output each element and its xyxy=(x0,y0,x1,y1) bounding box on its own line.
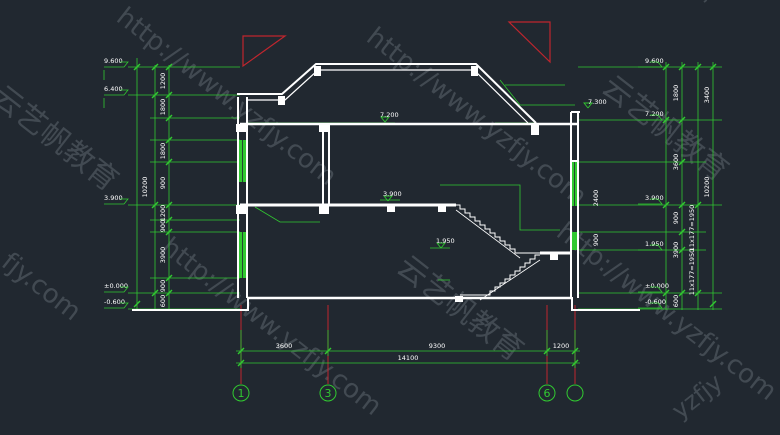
level-landing: 1.950 xyxy=(436,237,455,245)
svg-text:1200: 1200 xyxy=(159,73,167,90)
right-elev-1950: 1.950 xyxy=(645,240,664,248)
span-3-6: 9300 xyxy=(429,342,446,350)
right-elev-7200: 7.200 xyxy=(645,110,664,118)
left-dim-ticks xyxy=(133,63,173,308)
watermark-url-1: http://www.yzfjy.com xyxy=(111,2,342,192)
svg-text:900: 900 xyxy=(159,220,167,232)
watermark-fragment-a: yzfjy xyxy=(686,0,747,5)
left-elev-6400: 6.400 xyxy=(104,85,123,93)
section-marker-right xyxy=(507,21,551,64)
axis-bubble-3[interactable] xyxy=(319,384,337,402)
building-section xyxy=(132,63,640,311)
svg-text:600: 600 xyxy=(672,295,680,307)
foundation-outline xyxy=(232,297,590,311)
axis-bubbles xyxy=(232,384,584,402)
section-marker-left xyxy=(242,35,287,68)
left-dim-outer: 10200 xyxy=(141,177,149,198)
right-elev-markers xyxy=(638,61,663,309)
right-stair-dim-lower: 11x177=1950 xyxy=(688,249,696,296)
right-stair-dim-upper: 11x177=1950 xyxy=(688,205,696,252)
watermark-brand-1: 云艺帆教育 xyxy=(0,79,125,199)
watermark-url-3: http://www.yzfjy.com xyxy=(156,232,387,422)
svg-text:900: 900 xyxy=(672,212,680,224)
watermark-fragment-b: fjy.com xyxy=(0,247,87,327)
level-roof-right: 7.300 xyxy=(588,98,607,106)
axis-label-6: 6 xyxy=(544,387,551,400)
svg-text:1800: 1800 xyxy=(672,85,680,102)
svg-text:900: 900 xyxy=(159,280,167,292)
svg-text:3900: 3900 xyxy=(672,242,680,259)
watermark-url-4: http://www.yzfjy.com xyxy=(551,217,780,407)
interior-level-marks xyxy=(380,102,593,249)
svg-text:1800: 1800 xyxy=(159,99,167,116)
interior-level-labels: 7.200 7.300 3.900 1.950 xyxy=(380,98,607,245)
svg-text:900: 900 xyxy=(159,177,167,189)
span-total: 14100 xyxy=(398,354,419,362)
right-elev-9600: 9.600 xyxy=(645,57,664,65)
level-roof: 7.200 xyxy=(380,111,399,119)
watermark-brand-2: 云艺帆教育 xyxy=(595,69,735,189)
axis-bubble-1[interactable] xyxy=(232,384,250,402)
left-elevation-labels: 9.600 6.400 3.900 ±0.000 -0.600 xyxy=(104,57,128,306)
lower-stair-flight xyxy=(460,254,540,296)
roof-profile xyxy=(237,63,537,124)
right-dim-3400: 3400 xyxy=(703,87,711,104)
svg-text:2400: 2400 xyxy=(592,190,600,207)
right-elev-0: ±0.000 xyxy=(645,282,669,290)
right-dim-labels: 1800 3600 900 3900 2400 900 600 11x177=1… xyxy=(592,85,711,307)
north-triangles xyxy=(242,21,551,68)
window-right-lower xyxy=(572,232,577,250)
right-dim-10200: 10200 xyxy=(703,177,711,198)
staircase xyxy=(455,204,541,301)
right-elevation-labels: 9.600 7.200 3.900 1.950 ±0.000 -0.600 xyxy=(645,57,669,306)
left-elev-m0600: -0.600 xyxy=(104,298,125,306)
svg-text:3600: 3600 xyxy=(672,154,680,171)
left-elev-markers xyxy=(103,61,129,309)
axis-bubble-6[interactable] xyxy=(538,384,556,402)
right-elev-3900: 3.900 xyxy=(645,194,664,202)
upper-stair-flight xyxy=(456,204,540,254)
axis-label-1: 1 xyxy=(238,387,245,400)
left-dim-labels: 1200 1800 1800 900 1200 900 3900 900 600… xyxy=(141,73,167,307)
left-elev-0: ±0.000 xyxy=(104,282,128,290)
axis-bubble-7[interactable] xyxy=(566,384,584,402)
svg-text:3900: 3900 xyxy=(159,247,167,264)
axis-labels: 1 3 6 xyxy=(238,387,551,400)
left-elev-3900: 3.900 xyxy=(104,194,123,202)
svg-text:1800: 1800 xyxy=(159,143,167,160)
svg-text:600: 600 xyxy=(159,295,167,307)
right-dim-ticks xyxy=(662,63,717,308)
window-mullions xyxy=(242,140,575,278)
axis-label-3: 3 xyxy=(325,387,332,400)
bottom-dim-labels: 3600 9300 1200 14100 xyxy=(276,342,570,362)
left-elev-9600: 9.600 xyxy=(104,57,123,65)
span-1-3: 3600 xyxy=(276,342,293,350)
right-elev-m0600: -0.600 xyxy=(645,298,666,306)
svg-text:900: 900 xyxy=(592,234,600,246)
watermark-fragment-c: yzfjy xyxy=(666,368,727,425)
span-6-7: 1200 xyxy=(553,342,570,350)
svg-text:1200: 1200 xyxy=(159,205,167,222)
level-floor2: 3.900 xyxy=(383,190,402,198)
bottom-dim-ticks xyxy=(237,347,579,367)
